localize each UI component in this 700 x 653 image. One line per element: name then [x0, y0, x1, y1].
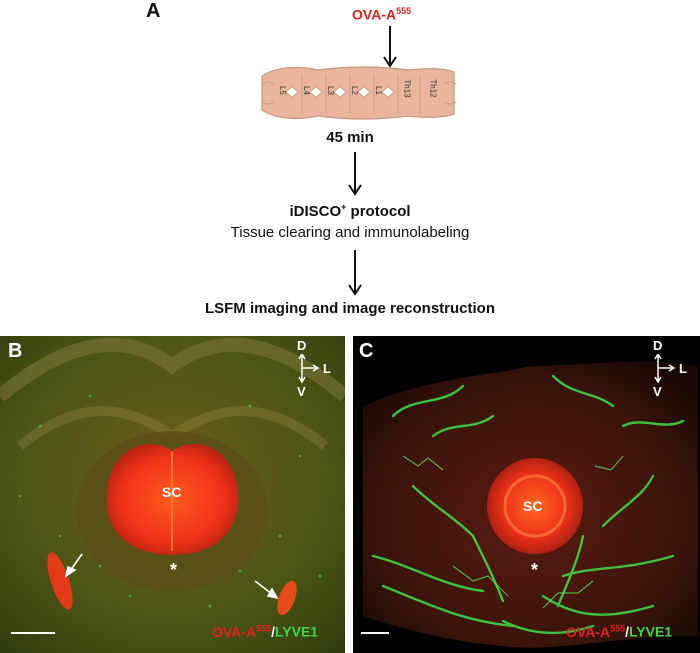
panel-c-axis-lateral: L [679, 361, 687, 376]
panel-b-image: B SC * D L V OVA-A555/LYVE1 [0, 336, 345, 653]
panel-c-letter: C [359, 340, 374, 362]
panel-c-legend-ova: OVA-A555 [566, 623, 626, 640]
vertebra-label: Th12 [428, 79, 438, 98]
panel-c-image: C SC * D L V OVA-A555/LYVE1 [353, 336, 700, 653]
panel-b-axis-ventral: V [297, 384, 306, 399]
injection-label-text: OVA-A [352, 6, 397, 23]
injection-arrow [383, 26, 397, 68]
panel-b-axis-dorsal: D [297, 338, 307, 353]
panel-c-scale-bar [361, 632, 389, 634]
panel-c-axis-ventral: V [653, 384, 662, 399]
panel-c-legend-sep: / [625, 623, 629, 640]
flow-arrow-2 [348, 250, 362, 296]
panel-a-letter: A [146, 0, 161, 22]
panel-b-scale-bar [11, 632, 55, 634]
panel-b-legend: OVA-A555/LYVE1 [212, 623, 318, 640]
panel-b-legend-sep: / [271, 623, 275, 640]
vertebra-labels: L5 L4 L3 L2 L1 Th13 Th12 [258, 62, 458, 124]
panel-b-axis-lateral: L [323, 361, 331, 376]
panel-c-sc-label: SC [523, 498, 543, 514]
idisco-text: iDISCO [289, 203, 342, 220]
vertebra-label: L3 [325, 86, 335, 95]
idisco-sup: + [341, 202, 347, 212]
step-idisco-title: iDISCO+ protocol [0, 202, 700, 220]
flow-arrow-1 [348, 152, 362, 196]
panel-c-asterisk: * [531, 560, 539, 580]
vertebra-label: L4 [301, 86, 311, 95]
panel-b-asterisk: * [170, 560, 178, 580]
vertebra-label: L5 [277, 86, 287, 95]
step-lsfm: LSFM imaging and image reconstruction [204, 300, 496, 317]
panel-b-legend-lyve1: LYVE1 [275, 623, 319, 640]
panel-c-axis-icon [654, 354, 676, 384]
panel-c-axis-dorsal: D [653, 338, 663, 353]
vertebra-label: Th13 [402, 79, 412, 98]
step-45-min: 45 min [326, 129, 374, 146]
spine-illustration [261, 66, 457, 120]
panel-c-legend-lyve1: LYVE1 [629, 623, 673, 640]
idisco-rest: protocol [346, 203, 411, 220]
panel-b-letter: B [8, 340, 23, 362]
vertebra-label: L2 [349, 86, 359, 95]
injection-label: OVA-A555 [352, 6, 411, 23]
panel-b-sc-label: SC [162, 484, 182, 500]
injection-label-sup: 555 [396, 6, 412, 16]
step-idisco-subtitle: Tissue clearing and immunolabeling [230, 224, 470, 241]
vertebra-label: L1 [373, 86, 383, 95]
panel-b-legend-ova: OVA-A555 [212, 623, 272, 640]
panel-b-axis-icon [298, 354, 320, 384]
panel-c-legend: OVA-A555/LYVE1 [566, 623, 672, 640]
